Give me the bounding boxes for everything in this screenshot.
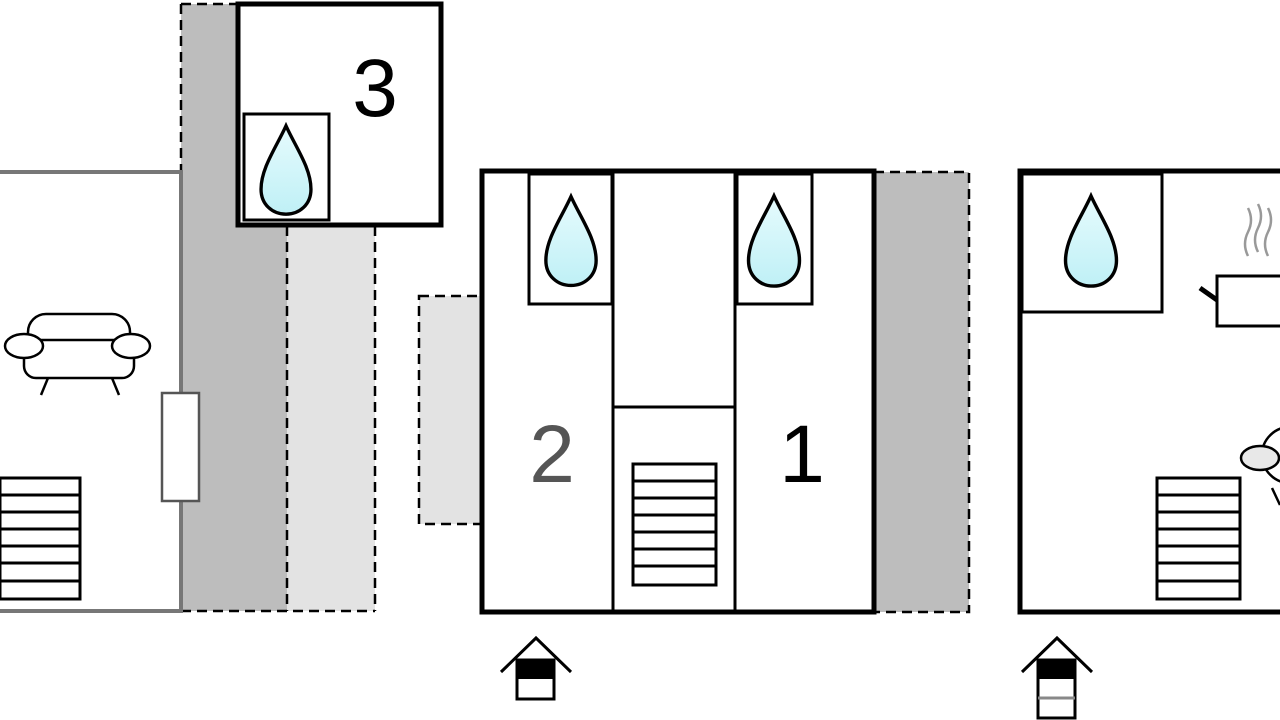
terrace-light-left <box>181 226 377 613</box>
room-label-3: 3 <box>352 43 398 134</box>
door-opening <box>160 391 201 503</box>
terrace-small-middle <box>417 294 483 526</box>
entrance-house-icon <box>499 635 573 701</box>
sofa-icon <box>3 312 152 396</box>
stairs-icon <box>1155 476 1242 601</box>
room-label-2: 2 <box>529 409 575 500</box>
room-3: 3 <box>235 1 444 228</box>
building-right <box>1017 168 1280 615</box>
terrace-dark-right <box>872 170 971 614</box>
stairs-icon <box>631 462 718 587</box>
entrance-house-icon <box>1020 635 1094 720</box>
kitchen-stove-icon <box>1198 203 1280 328</box>
stairs-icon <box>0 476 82 601</box>
room-label-1: 1 <box>779 409 825 500</box>
building-middle: 2 1 <box>479 168 877 615</box>
dining-chair-icon <box>1239 427 1280 506</box>
